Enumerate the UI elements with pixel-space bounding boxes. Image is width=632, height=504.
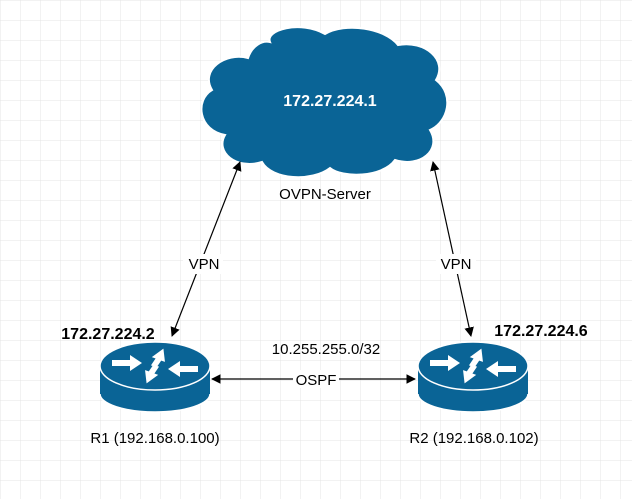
cloud-ip-label: 172.27.224.1 [283, 93, 377, 110]
router-left-ip: 172.27.224.2 [61, 326, 155, 343]
vpn-label-right-bg [436, 254, 476, 274]
cloud-server-label: OVPN-Server [279, 186, 371, 203]
vpn-link-right [430, 161, 474, 337]
router-icon[interactable] [417, 341, 529, 413]
router-icon[interactable] [99, 341, 211, 413]
ospf-network-label: 10.255.255.0/32 [272, 341, 380, 358]
vpn-label-left-bg [183, 254, 223, 274]
ospf-label: OSPF [296, 372, 337, 389]
router-left-label: R1 (192.168.0.100) [90, 430, 219, 447]
vpn-link-left [170, 161, 242, 337]
router-right-label: R2 (192.168.0.102) [409, 430, 538, 447]
router-right-ip: 172.27.224.6 [494, 323, 588, 340]
vpn-label-left: VPN [189, 256, 220, 273]
cloud-icon[interactable] [200, 26, 449, 179]
ospf-label-bg [293, 370, 339, 388]
vpn-label-right: VPN [441, 256, 472, 273]
